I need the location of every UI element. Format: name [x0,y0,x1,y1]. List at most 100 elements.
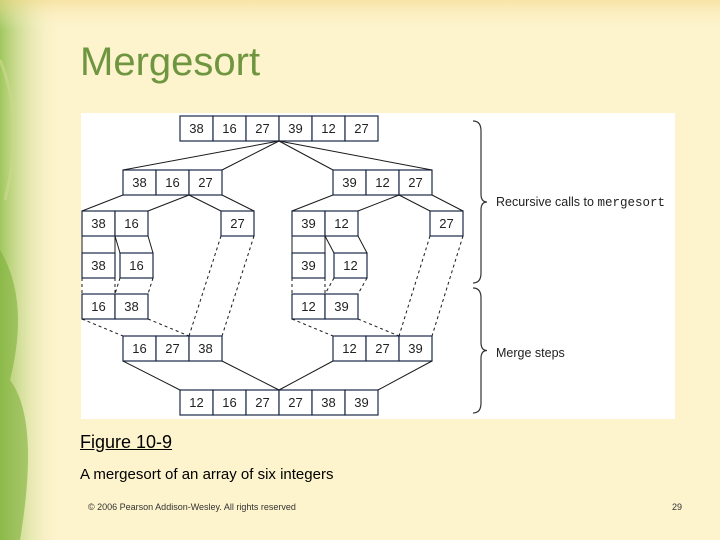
figure-label: Figure 10-9 [80,432,173,452]
connector-line [188,194,222,212]
cell-value: 27 [255,395,269,410]
array-cell [333,252,368,279]
array-row5-1: 12 27 39 [332,335,433,362]
array-cell [311,115,346,142]
array-cell [429,210,464,237]
array-cell [114,293,149,320]
connector-line [147,194,190,212]
cell-value: 16 [222,395,236,410]
cell-value: 39 [342,175,356,190]
connector-line [81,194,124,212]
array-cell [398,335,433,362]
array-cell [344,115,379,142]
cell-value: 12 [321,121,335,136]
array-cell [324,293,359,320]
connector-line [122,360,181,391]
connector-line [122,140,280,171]
cell-value: 38 [189,121,203,136]
connector-line [221,140,280,171]
array-cell [291,252,326,279]
array-cell [212,389,247,416]
cell-value: 38 [91,216,105,231]
cell-value: 16 [132,341,146,356]
cell-value: 12 [343,258,357,273]
array-cell [122,335,157,362]
cell-value: 38 [124,299,138,314]
connector-line [147,277,154,295]
connector-line [357,318,400,337]
array-row2-3: 27 [429,210,464,237]
cell-value: 27 [354,121,368,136]
cell-value: 39 [354,395,368,410]
cell-value: 12 [301,299,315,314]
array-cell [188,169,223,196]
cell-value: 16 [124,216,138,231]
cell-value: 38 [321,395,335,410]
array-row3-2: 39 [291,252,326,279]
cell-value: 27 [255,121,269,136]
array-cell [212,115,247,142]
connector-line [278,360,334,391]
array-row1-1: 39 12 27 [332,169,433,196]
array-cell [220,210,255,237]
connector-line [221,194,255,212]
cell-value: 39 [288,121,302,136]
array-cell [398,169,433,196]
slide-title: Mergesort [80,40,261,84]
connector-line [291,318,334,337]
connector-line [114,235,121,254]
cell-value: 12 [375,175,389,190]
array-cell [81,293,116,320]
array-row2-0: 38 16 [81,210,149,237]
connector-line [221,235,255,337]
array-cell [81,252,116,279]
connector-line [114,277,121,295]
cell-value: 38 [132,175,146,190]
cell-value: 39 [301,258,315,273]
array-cell [278,389,313,416]
recursive-calls-label: Recursive calls to mergesort [496,195,665,210]
array-cell [245,115,280,142]
connector-line [431,194,464,212]
cell-value: 12 [189,395,203,410]
cell-value: 12 [342,341,356,356]
cell-value: 12 [334,216,348,231]
array-cell [188,335,223,362]
figure-caption: A mergesort of an array of six integers [80,466,334,483]
connector-line [324,277,335,295]
array-cell [155,335,190,362]
recursive-calls-brace [472,120,488,284]
cell-value: 27 [230,216,244,231]
connector-line [278,140,433,171]
array-cell [344,389,379,416]
connector-line [377,360,433,391]
merge-steps-brace [472,287,488,414]
page-number: 29 [672,502,683,512]
cell-value: 39 [408,341,422,356]
cell-value: 16 [129,258,143,273]
array-cell [332,169,367,196]
connector-line [398,194,431,212]
connector-line [278,140,334,171]
array-row2-1: 27 [220,210,255,237]
connector-line [147,318,190,337]
connector-line [221,360,280,391]
connector-line [81,318,124,337]
cell-value: 27 [439,216,453,231]
cell-value: 27 [408,175,422,190]
cell-value: 27 [288,395,302,410]
array-cell [311,389,346,416]
merge-steps-label: Merge steps [496,346,565,360]
cell-value: 27 [375,341,389,356]
connector-line [357,277,368,295]
array-row3-3: 12 [333,252,368,279]
cell-value: 16 [91,299,105,314]
array-row3-1: 16 [119,252,154,279]
cell-value: 38 [91,258,105,273]
array-cell [365,169,400,196]
